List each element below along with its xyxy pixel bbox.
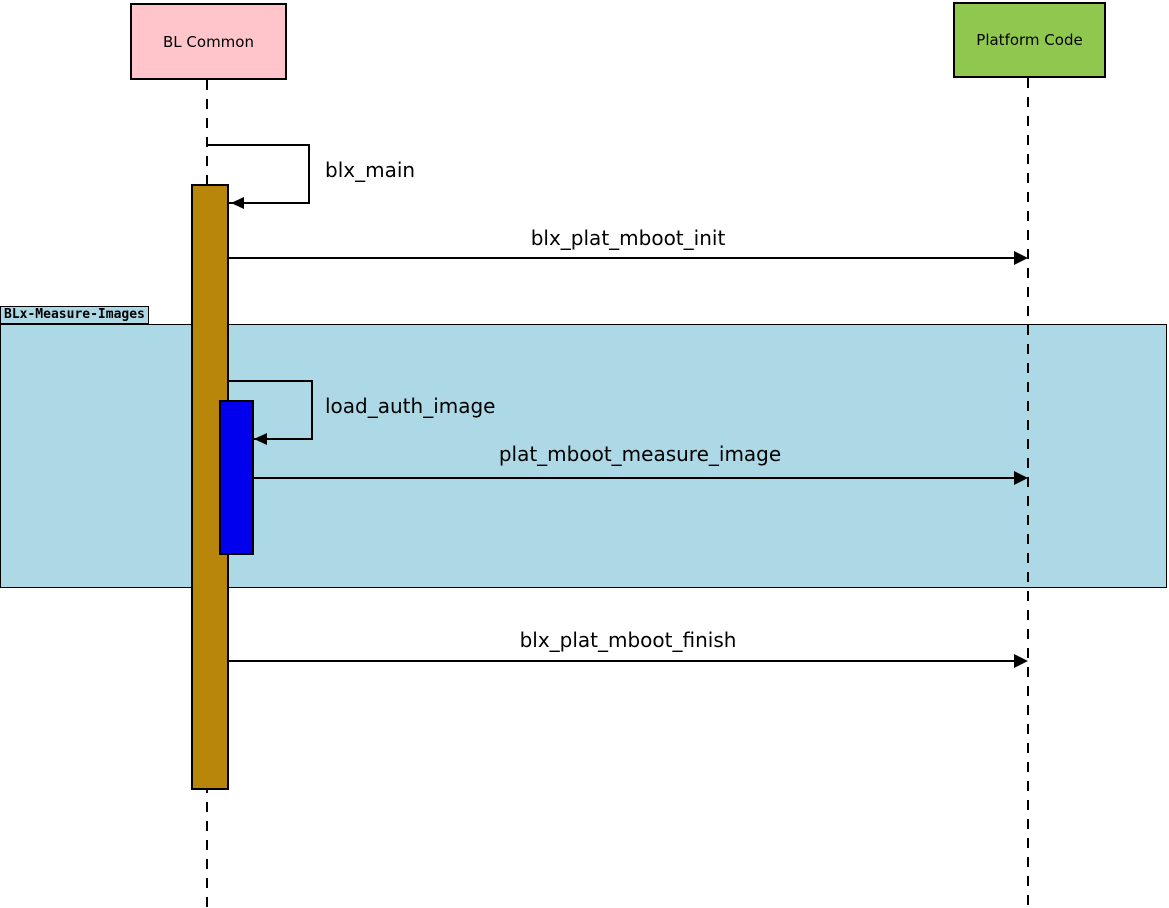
lifeline-platform-code [1027,78,1029,908]
message-label-load-auth-image: load_auth_image [325,394,496,418]
arrowhead-right-icon [1014,654,1028,668]
actor-label-bl-common: BL Common [163,32,254,51]
arrowhead-left-icon [231,197,244,209]
message-line-blx-plat-mboot-init [229,257,1015,259]
message-label-blx-plat-mboot-finish: blx_plat_mboot_finish [519,628,737,652]
message-line-blx-plat-mboot-finish [229,660,1015,662]
self-message-blx-main [208,144,310,204]
actor-box-bl-common: BL Common [130,3,287,80]
activation-bar-nested [219,400,254,555]
arrowhead-right-icon [1014,251,1028,265]
message-label-blx-main: blx_main [325,158,416,182]
message-label-plat-mboot-measure-image: plat_mboot_measure_image [498,442,782,466]
actor-box-platform-code: Platform Code [953,2,1106,78]
actor-label-platform-code: Platform Code [976,31,1083,49]
arrowhead-left-icon [254,433,267,445]
frame-label: BLx-Measure-Images [0,306,149,324]
message-line-plat-mboot-measure-image [253,477,1015,479]
arrowhead-right-icon [1014,471,1028,485]
message-label-blx-plat-mboot-init: blx_plat_mboot_init [530,226,726,250]
self-message-load-auth-image [229,380,313,440]
